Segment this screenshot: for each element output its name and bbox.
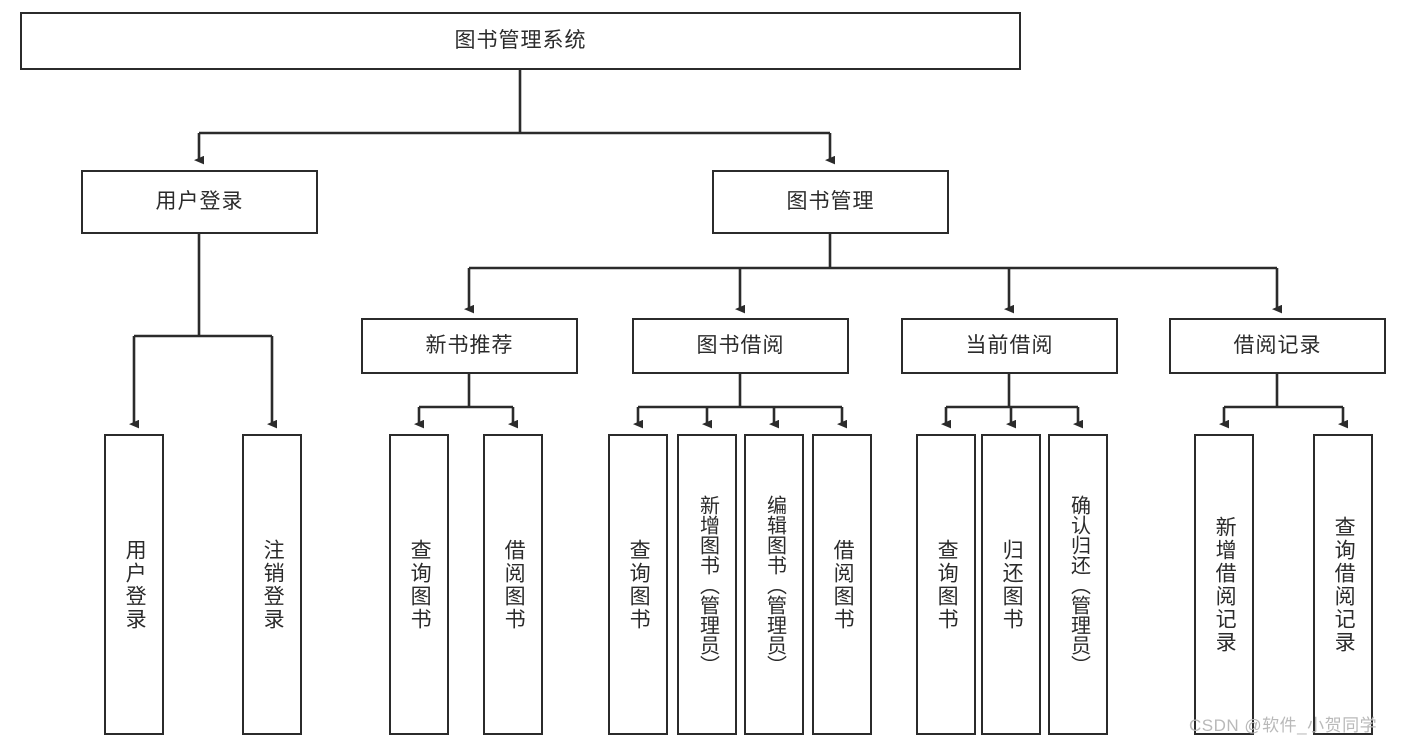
node-user-login-label: 用户登录: [155, 190, 244, 214]
leaf-query-book-2[interactable]: 查询图书: [608, 434, 668, 735]
leaf-logout[interactable]: 注销登录: [242, 434, 302, 735]
leaf-query-record-label: 查询借阅记录: [1332, 515, 1356, 654]
leaf-query-book-1[interactable]: 查询图书: [389, 434, 449, 735]
leaf-confirm-return[interactable]: 确认归还（管理员）: [1048, 434, 1108, 735]
node-book-borrow[interactable]: 图书借阅: [632, 318, 849, 374]
leaf-query-book-1-label: 查询图书: [408, 538, 432, 631]
node-book-management[interactable]: 图书管理: [712, 170, 949, 234]
leaf-borrow-book-2-label: 借阅图书: [831, 538, 855, 631]
node-root-label: 图书管理系统: [454, 29, 587, 53]
leaf-return-book-label: 归还图书: [1000, 538, 1024, 631]
node-new-book-recommend-label: 新书推荐: [425, 334, 514, 358]
leaf-confirm-return-label: 确认归还（管理员）: [1067, 494, 1090, 675]
leaf-borrow-book-2[interactable]: 借阅图书: [812, 434, 872, 735]
watermark-text: CSDN @软件_小贺同学: [1189, 716, 1378, 735]
leaf-edit-book-label: 编辑图书（管理员）: [763, 494, 786, 675]
node-current-borrow-label: 当前借阅: [965, 334, 1054, 358]
leaf-edit-book[interactable]: 编辑图书（管理员）: [744, 434, 804, 735]
leaf-return-book[interactable]: 归还图书: [981, 434, 1041, 735]
leaf-query-book-3-label: 查询图书: [935, 538, 959, 631]
node-user-login[interactable]: 用户登录: [81, 170, 318, 234]
leaf-query-book-2-label: 查询图书: [627, 538, 651, 631]
leaf-borrow-book-1[interactable]: 借阅图书: [483, 434, 543, 735]
node-borrow-record-label: 借阅记录: [1233, 334, 1322, 358]
leaf-add-book[interactable]: 新增图书（管理员）: [677, 434, 737, 735]
leaf-borrow-book-1-label: 借阅图书: [502, 538, 526, 631]
node-book-borrow-label: 图书借阅: [696, 334, 785, 358]
leaf-user-login-label: 用户登录: [123, 538, 147, 631]
leaf-query-record[interactable]: 查询借阅记录: [1313, 434, 1373, 735]
leaf-add-book-label: 新增图书（管理员）: [696, 494, 719, 675]
node-book-management-label: 图书管理: [786, 190, 875, 214]
leaf-query-book-3[interactable]: 查询图书: [916, 434, 976, 735]
leaf-add-record-label: 新增借阅记录: [1213, 515, 1237, 654]
node-borrow-record[interactable]: 借阅记录: [1169, 318, 1386, 374]
node-current-borrow[interactable]: 当前借阅: [901, 318, 1118, 374]
leaf-logout-label: 注销登录: [261, 538, 285, 631]
node-new-book-recommend[interactable]: 新书推荐: [361, 318, 578, 374]
leaf-add-record[interactable]: 新增借阅记录: [1194, 434, 1254, 735]
node-root[interactable]: 图书管理系统: [20, 12, 1021, 70]
leaf-user-login[interactable]: 用户登录: [104, 434, 164, 735]
